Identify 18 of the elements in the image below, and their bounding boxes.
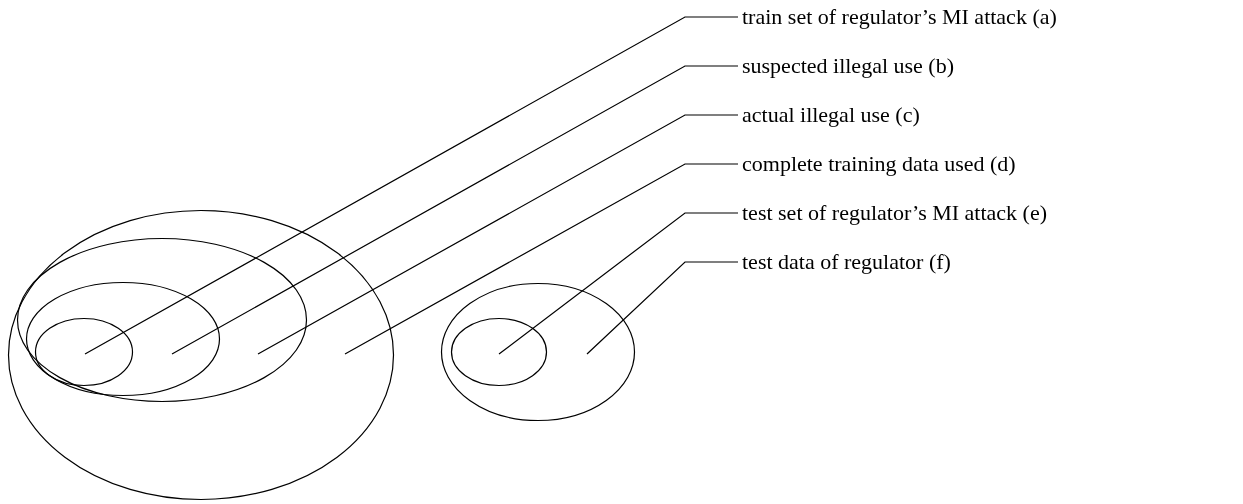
- leader-line: [344, 163, 739, 355]
- set-ellipse: [26, 282, 220, 396]
- leader-line: [257, 114, 739, 355]
- set-ellipse: [441, 283, 635, 421]
- set-label: suspected illegal use (b): [742, 53, 954, 79]
- set-label: test set of regulator’s MI attack (e): [742, 200, 1048, 226]
- set-label: complete training data used (d): [742, 151, 1016, 177]
- set-ellipse: [17, 238, 307, 402]
- set-ellipse: [8, 210, 394, 500]
- set-label: actual illegal use (c): [742, 102, 920, 128]
- leader-line: [586, 261, 739, 355]
- leader-line: [498, 212, 739, 355]
- leader-line: [171, 65, 739, 355]
- leader-line: [84, 16, 739, 355]
- set-ellipse: [451, 318, 547, 386]
- set-label: test data of regulator (f): [742, 249, 951, 275]
- set-ellipse: [35, 318, 133, 386]
- set-label: train set of regulator’s MI attack (a): [742, 4, 1057, 30]
